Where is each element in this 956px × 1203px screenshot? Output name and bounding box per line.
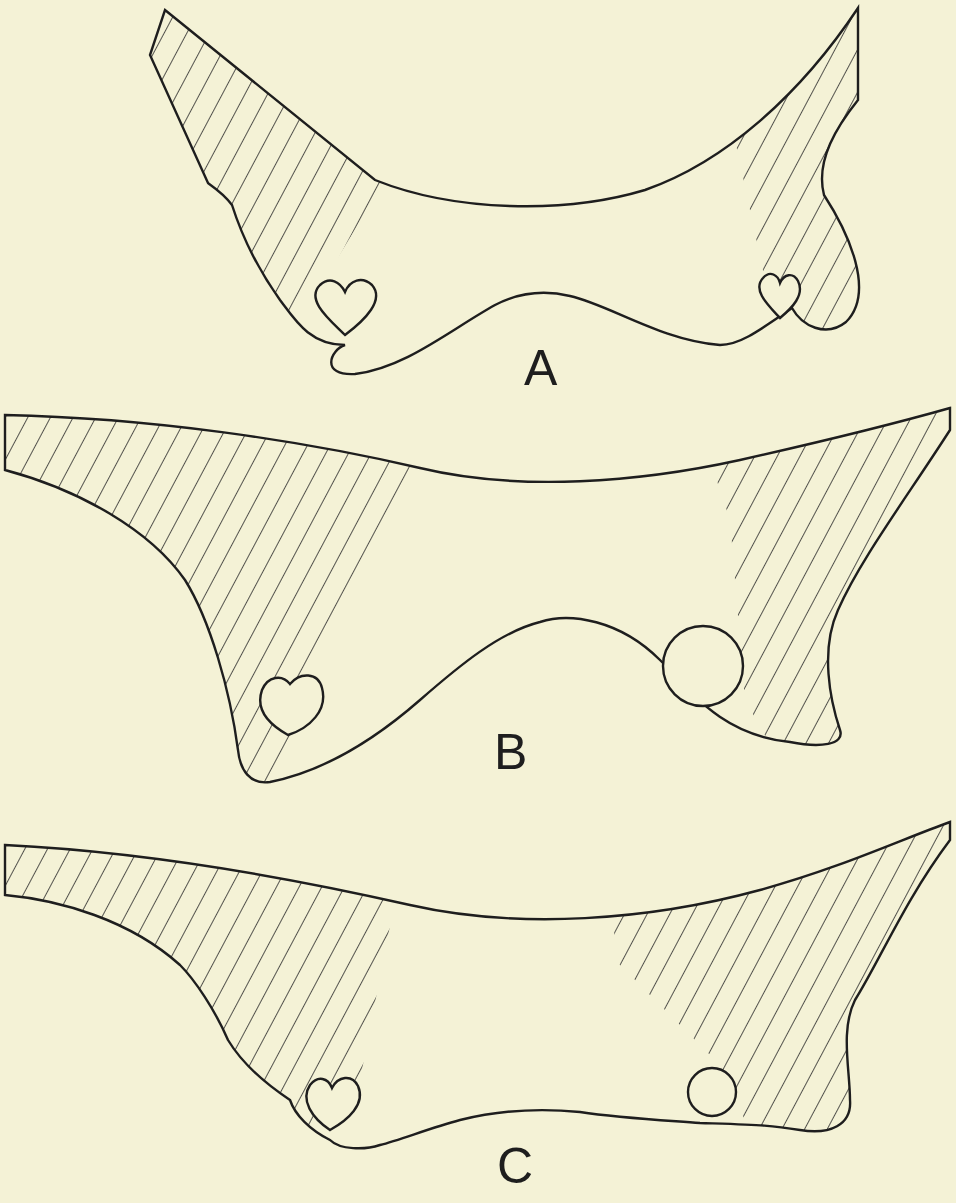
heart-lumen [260, 675, 323, 735]
round-lumen [663, 626, 743, 706]
heart-lumen [759, 274, 800, 318]
section-b [0, 400, 956, 800]
hatching [610, 800, 956, 1200]
hatching [0, 800, 395, 1160]
section-a [100, 0, 956, 400]
section-outline [150, 8, 859, 374]
heart-lumen [306, 1078, 360, 1130]
section-c [0, 800, 956, 1200]
hatching [690, 400, 956, 800]
section-outline [5, 408, 950, 782]
panel-letter: A [524, 340, 557, 398]
heart-lumen [315, 280, 376, 335]
panel-letter: B [494, 724, 527, 782]
panel-letter: C [497, 1138, 533, 1196]
hatching [0, 400, 415, 800]
hatching [100, 0, 385, 400]
round-lumen [688, 1068, 736, 1116]
section-outline [5, 822, 950, 1148]
